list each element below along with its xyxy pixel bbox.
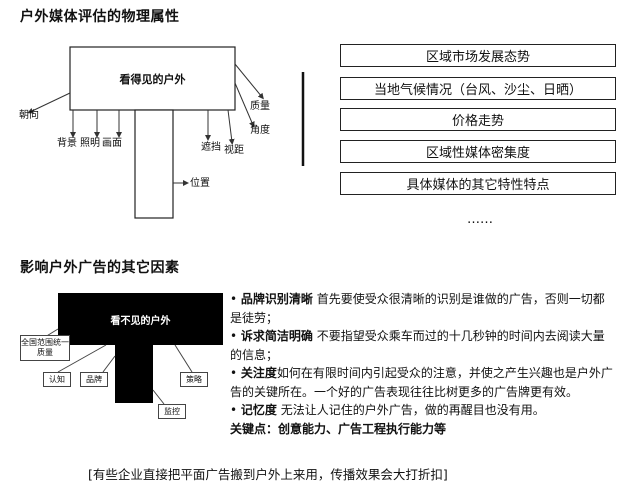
label-quality: 质量 [250,101,270,112]
bullet-head: 关注度 [240,366,277,380]
orientation-arrow [27,92,71,114]
label-orientation: 朝向 [19,110,39,121]
invisible-billboard-label: 看不见的户外 [110,315,171,327]
brand-connector [102,355,116,373]
footer-note: [有些企业直接把平面广告搬到户外上来用，传播效果会大打折扣] [88,467,448,482]
bullet-mark: • [230,366,238,380]
factor-climate: 当地气候情况（台风、沙尘、日晒） [340,77,616,100]
label-position: 位置 [190,178,210,189]
factor-market-trend: 区域市场发展态势 [340,44,616,67]
monitor-connector [152,389,165,405]
quality-arrow [234,63,264,100]
sightline-arrow [227,109,235,145]
factors-bullet-list: • 品牌识别清晰 首先要使受众很清晰的识别是谁做的广告，否则一切都是徒劳； • … [230,290,615,438]
invisible-billboard-pole [115,345,153,403]
label-occlusion: 遮挡 [201,142,221,153]
label-angle: 角度 [250,125,270,136]
factor-price-trend: 价格走势 [340,108,616,131]
bullet-text: 无法让人记住的户外广告，做的再醒目也没有用。 [276,403,545,417]
label-background: 背景 [57,138,77,149]
key-points-text: 创意能力、广告工程执行能力等 [278,421,447,436]
visible-billboard-label: 看得见的户外 [119,72,186,86]
bullet-head: 品牌识别清晰 [240,292,313,306]
factors-ellipsis: …… [467,212,493,227]
invisible-billboard [58,293,223,345]
label-picture: 画面 [102,138,122,149]
key-points: 关键点：创意能力、广告工程执行能力等 [230,420,615,439]
bullet-attention: • 关注度如何在有限时间内引起受众的注意，并使之产生兴趣也是户外广告的关键所在。… [230,364,615,401]
box-recognition: 认知 [43,372,71,387]
bullet-mark: • [230,403,238,417]
bullet-concise-appeal: • 诉求简洁明确 不要指望受众乘车而过的十几秒钟的时间内去阅读大量的信息； [230,327,615,364]
bullet-memorability: • 记忆度 无法让人记住的户外广告，做的再醒目也没有用。 [230,401,615,420]
bullet-text: 不要指望受众乘车而过的十几秒钟的时间内去阅读大量的信息； [230,329,605,362]
section2-title: 影响户外广告的其它因素 [20,260,180,276]
label-lighting: 照明 [80,138,100,149]
strategy-connector [174,344,193,373]
box-brand: 品牌 [80,372,108,387]
angle-arrow [234,82,255,128]
box-national-quality: 全国范围统一质量 [20,335,70,361]
key-points-head: 关键点： [230,421,279,436]
billboard-pole [134,109,174,219]
factor-other-traits: 具体媒体的其它特性特点 [340,172,616,195]
box-strategy: 策略 [180,372,208,387]
label-sightline: 视距 [224,145,244,156]
recognition-connector [57,344,107,373]
bullet-mark: • [230,292,238,306]
bullet-text: 如何在有限时间内引起受众的注意，并使之产生兴趣也是户外广告的关键所在。一个好的广… [230,366,613,399]
factor-media-density: 区域性媒体密集度 [340,140,616,163]
visible-billboard [69,46,236,111]
bullet-head: 记忆度 [240,403,277,417]
bullet-brand-recognition: • 品牌识别清晰 首先要使受众很清晰的识别是谁做的广告，否则一切都是徒劳； [230,290,615,327]
section1-title: 户外媒体评估的物理属性 [20,9,180,25]
bullet-head: 诉求简洁明确 [240,329,313,343]
bullet-mark: • [230,329,238,343]
box-monitor: 监控 [158,404,186,419]
bullet-text: 首先要使受众很清晰的识别是谁做的广告，否则一切都是徒劳； [230,292,605,325]
